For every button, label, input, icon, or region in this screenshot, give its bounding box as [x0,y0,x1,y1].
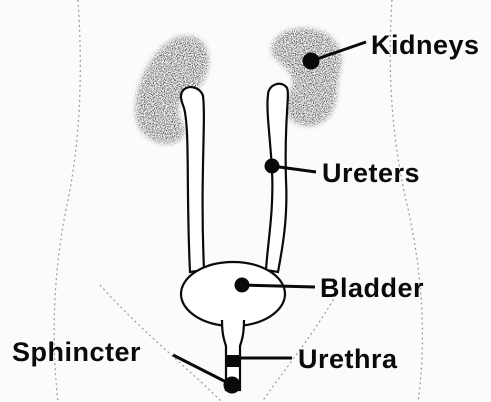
bladder-pointer [242,285,315,287]
ureters-pointer-dot [266,160,278,172]
sphincter-pointer-dot [225,378,239,392]
left-ureter [181,87,204,272]
label-bladder: Bladder [320,273,424,303]
bladder [181,262,285,326]
label-ureters: Ureters [322,158,420,188]
kidneys-pointer-dot [304,54,318,68]
bladder-pointer-dot [236,279,248,291]
label-sphincter: Sphincter [12,337,141,367]
label-urethra: Urethra [298,344,398,374]
sphincter-pointer [173,355,232,385]
right-ureter [266,84,288,272]
label-kidneys: Kidneys [371,30,480,60]
ureters [181,84,288,272]
